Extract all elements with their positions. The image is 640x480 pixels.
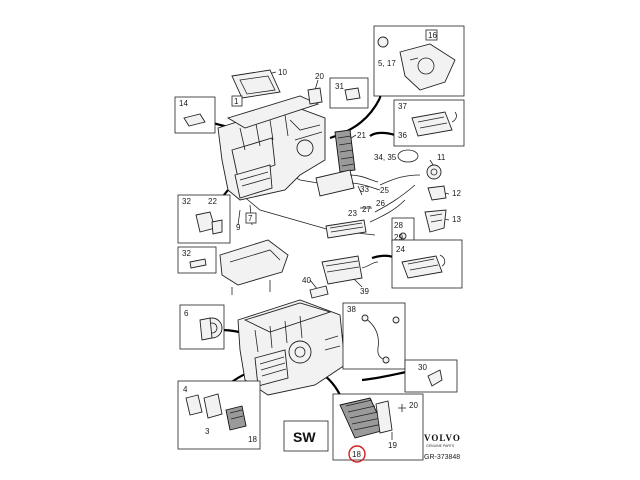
reference-code: GR-373848 xyxy=(424,454,460,461)
inset-30 xyxy=(404,359,458,393)
inset-3-4-18 xyxy=(177,380,261,450)
inset-18-cabin-filter xyxy=(332,393,424,461)
callout-23: 23 xyxy=(348,209,357,218)
inset-32-lower xyxy=(177,246,217,274)
sw-box xyxy=(283,420,329,452)
callout-25: 25 xyxy=(380,186,389,195)
brand-name: VOLVO xyxy=(424,433,461,443)
callout-labels: 10 20 31 14 1 16 5, 17 37 36 21 34, 35 1… xyxy=(179,31,461,450)
part-pipes xyxy=(369,174,421,223)
highlight-circle xyxy=(348,445,366,463)
part-11-valve xyxy=(426,164,442,180)
callout-19: 19 xyxy=(388,441,397,450)
inset-38 xyxy=(342,302,406,370)
part-40-connector xyxy=(309,285,329,299)
callout-29: 29 xyxy=(394,233,403,242)
callout-30: 30 xyxy=(418,363,427,372)
part-7-tray xyxy=(219,239,289,295)
inset-32-upper xyxy=(177,194,231,244)
inset-28-29 xyxy=(391,217,415,245)
part-12-13-brackets xyxy=(424,185,447,233)
callout-13: 13 xyxy=(452,215,461,224)
callout-33: 33 xyxy=(360,185,369,194)
callout-32-lower: 32 xyxy=(182,249,191,258)
callout-1: 1 xyxy=(234,97,239,106)
label-box-7 xyxy=(245,212,257,224)
callout-28: 28 xyxy=(394,221,403,230)
part-20-plate xyxy=(307,87,323,105)
callout-7: 7 xyxy=(248,214,253,223)
part-34-35-ring xyxy=(397,149,419,163)
callout-16: 16 xyxy=(428,31,437,40)
callout-32-upper: 32 xyxy=(182,197,191,206)
inset-24 xyxy=(391,239,463,289)
sw-label: SW xyxy=(293,429,316,445)
callout-31: 31 xyxy=(335,82,344,91)
callout-36: 36 xyxy=(398,131,407,140)
upper-hvac-housing xyxy=(217,95,326,226)
callout-37: 37 xyxy=(398,102,407,111)
callout-26: 26 xyxy=(376,199,385,208)
callout-12: 12 xyxy=(452,189,461,198)
callout-20-lower: 20 xyxy=(409,401,418,410)
inset-31 xyxy=(329,77,369,109)
callout-10: 10 xyxy=(278,68,287,77)
label-box-1 xyxy=(231,95,243,107)
inset-37 xyxy=(393,99,465,147)
part-39-resistor xyxy=(321,255,379,285)
callout-6: 6 xyxy=(184,309,189,318)
callout-27: 27 xyxy=(362,205,371,214)
part-33-heater-core xyxy=(315,169,381,197)
part-10-frame xyxy=(231,69,281,99)
callout-22: 22 xyxy=(208,197,217,206)
callout-24: 24 xyxy=(396,245,405,254)
callout-34-35: 34, 35 xyxy=(374,153,397,162)
highlighted-callout-18: 18 xyxy=(348,445,366,463)
callout-38: 38 xyxy=(347,305,356,314)
inset-16 xyxy=(373,25,465,97)
callout-5-17: 5, 17 xyxy=(378,59,396,68)
inset-6 xyxy=(179,304,225,350)
callout-4: 4 xyxy=(183,385,188,394)
callout-3: 3 xyxy=(205,427,210,436)
callout-21: 21 xyxy=(357,131,366,140)
lower-hvac-housing xyxy=(237,299,346,396)
brand-sub: GENUINE PARTS xyxy=(426,444,455,448)
callout-18-highlight: 18 xyxy=(352,450,361,459)
callout-39: 39 xyxy=(360,287,369,296)
volvo-brand: VOLVO GENUINE PARTS xyxy=(424,433,461,448)
inset-14 xyxy=(174,96,216,134)
callout-14: 14 xyxy=(179,99,188,108)
callout-11: 11 xyxy=(437,153,446,162)
callout-18-left: 18 xyxy=(248,435,257,444)
part-21-grille xyxy=(334,129,356,173)
part-23-filter xyxy=(325,219,367,239)
callout-20-upper: 20 xyxy=(315,72,324,81)
callout-9: 9 xyxy=(236,223,241,232)
callout-40: 40 xyxy=(302,276,311,285)
